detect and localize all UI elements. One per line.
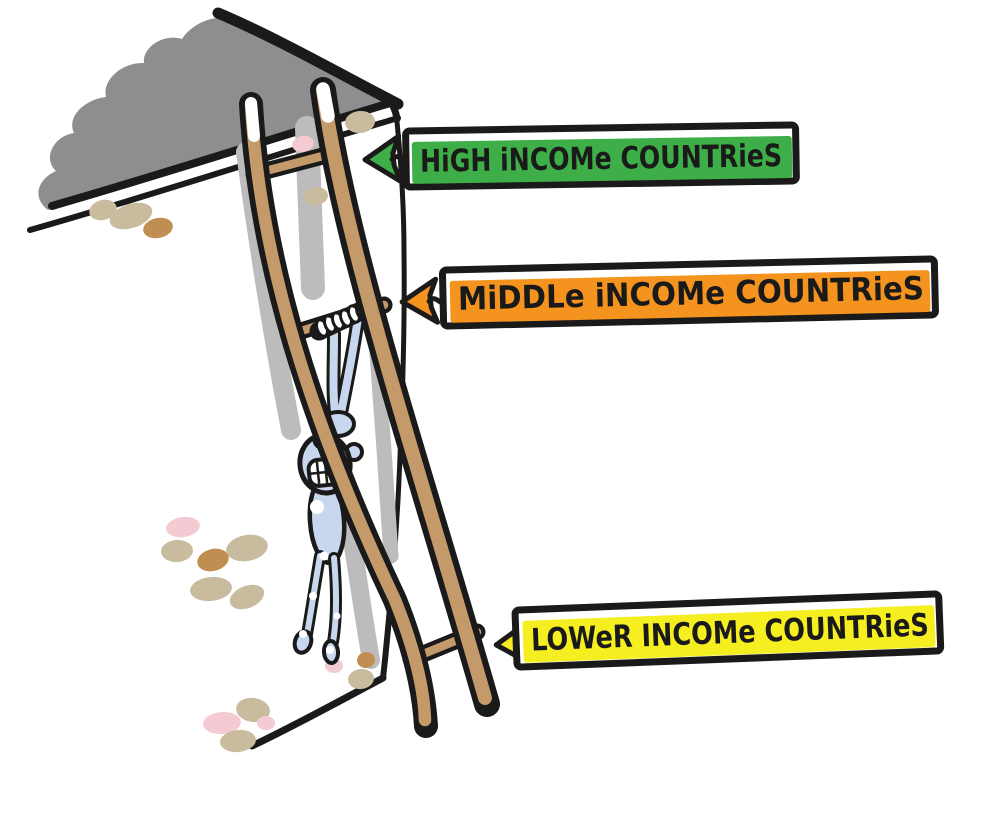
- label-lower-income: LOWeR INCOMe COUNTRieS: [493, 590, 945, 671]
- brick-blob: [226, 534, 268, 562]
- roof-fascia-cap: [385, 96, 401, 123]
- brick-blob: [257, 716, 275, 730]
- highlight-spot: [333, 612, 341, 620]
- highlight-spot: [299, 630, 307, 638]
- climber-highlights: [299, 500, 341, 654]
- highlight-spot: [319, 551, 329, 561]
- label-text-high: HiGH iNCOMe COUNTRieS: [420, 138, 783, 180]
- label-high-income: HiGH iNCOMe COUNTRieS: [362, 121, 800, 191]
- climber-left-foot: [292, 629, 314, 655]
- brick-blob: [197, 548, 229, 572]
- roof-ridge-line: [212, 7, 404, 110]
- brick-blob: [304, 186, 328, 206]
- roof-eave-line-lower: [27, 115, 401, 233]
- brick-blob: [357, 651, 375, 669]
- brick-blob: [190, 576, 232, 602]
- brick-blob: [229, 584, 265, 610]
- ladder-right-rail-tip: [316, 82, 335, 123]
- climber-right-leg-fill: [330, 555, 340, 645]
- ladder-left-rail-tip: [245, 97, 260, 142]
- ladder: [239, 77, 500, 738]
- climber-right-arm-fill: [336, 314, 362, 422]
- ladder-right-rail: [316, 83, 492, 705]
- brick-blob: [143, 217, 173, 239]
- brick-blob: [161, 539, 193, 563]
- shadow-stroke: [340, 513, 380, 669]
- climber-left-arm-fill: [329, 330, 340, 422]
- label-fill: [411, 136, 793, 184]
- wall-bricks: [89, 110, 375, 753]
- roof-shape: [38, 17, 390, 211]
- label-fill: [522, 605, 936, 663]
- brick-blob: [292, 135, 314, 153]
- highlight-spot: [326, 646, 334, 654]
- brick-blob: [236, 697, 270, 723]
- wall-corner-line: [392, 119, 407, 551]
- brick-blob: [220, 729, 256, 753]
- brick-blob: [348, 668, 374, 690]
- brick-blob: [109, 202, 153, 230]
- brick-blob: [89, 199, 117, 221]
- label-fill: [449, 270, 931, 323]
- roof-eave-line-upper: [48, 99, 394, 210]
- highlight-spot: [309, 592, 317, 600]
- label-middle-income: MiDDLe iNCOMe COUNTRieS: [399, 255, 939, 330]
- brick-blob: [345, 110, 375, 134]
- roof: [27, 7, 404, 233]
- ladder-left-rail: [244, 97, 432, 727]
- brick-blob: [203, 711, 241, 735]
- brick-blob: [166, 516, 200, 538]
- highlight-spot: [310, 500, 324, 514]
